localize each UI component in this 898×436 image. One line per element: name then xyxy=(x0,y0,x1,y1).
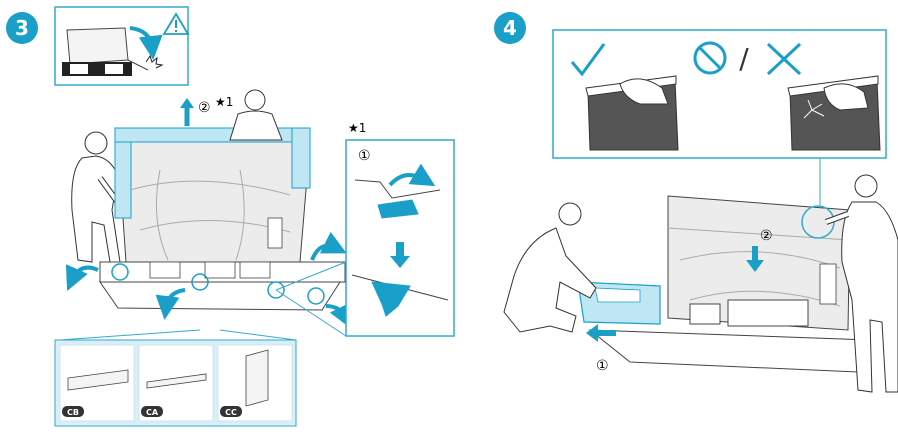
part-cc: CC xyxy=(220,349,269,417)
handling-inset: / xyxy=(552,29,887,205)
person-right xyxy=(229,89,283,141)
clip-marker-3 xyxy=(267,281,285,299)
impact-burst-icon xyxy=(145,54,164,69)
clip-marker-1 xyxy=(111,263,129,281)
detail-panel: ★1 ① xyxy=(275,121,455,337)
step-3-badge: 3 xyxy=(6,12,38,44)
packing-piece-pulled xyxy=(577,281,661,325)
packing-tray xyxy=(99,261,346,311)
tv-lifted xyxy=(114,127,311,263)
warning-inset xyxy=(54,6,190,86)
lower-substep-label: ② xyxy=(760,228,773,244)
slide-indicator: ① xyxy=(586,324,616,374)
slide-substep-label: ① xyxy=(596,358,609,374)
tray-step-4 xyxy=(588,299,871,373)
part-ca-code: CA xyxy=(146,408,159,417)
lift-indicator: ② ★1 xyxy=(180,95,233,126)
detail-substep-label: ① xyxy=(358,148,371,164)
correct-grip-illustration xyxy=(585,75,679,151)
lift-substep-label: ② xyxy=(198,100,211,116)
prohibited-icon xyxy=(693,41,727,75)
lower-indicator: ② xyxy=(746,228,773,272)
step-4: 4 / xyxy=(494,12,898,393)
cross-icon xyxy=(766,42,802,76)
arrow-down-icon xyxy=(390,242,410,268)
lift-note-label: ★1 xyxy=(215,95,233,109)
person-standing xyxy=(824,174,898,393)
removal-arrows xyxy=(65,231,352,329)
crack-icon xyxy=(803,99,825,119)
step-4-badge: 4 xyxy=(494,12,526,44)
separator-slash: / xyxy=(739,42,749,75)
person-kneeling xyxy=(503,202,597,333)
parts-panel: CB CA CC xyxy=(54,329,297,427)
part-cb-code: CB xyxy=(67,408,79,417)
step-4-number: 4 xyxy=(503,16,517,40)
warning-triangle-icon xyxy=(162,12,190,35)
person-left xyxy=(71,131,125,263)
detail-note-label: ★1 xyxy=(348,121,366,135)
part-ca: CA xyxy=(141,373,207,417)
clip-marker-4 xyxy=(307,287,325,305)
wrong-grip-illustration xyxy=(787,75,881,151)
part-cc-code: CC xyxy=(225,408,237,417)
step-3-number: 3 xyxy=(15,16,29,40)
part-cb: CB xyxy=(62,369,129,417)
checkmark-icon xyxy=(570,43,606,77)
clip-marker-2 xyxy=(191,273,209,291)
step-3: 3 ② ★1 xyxy=(6,6,455,427)
